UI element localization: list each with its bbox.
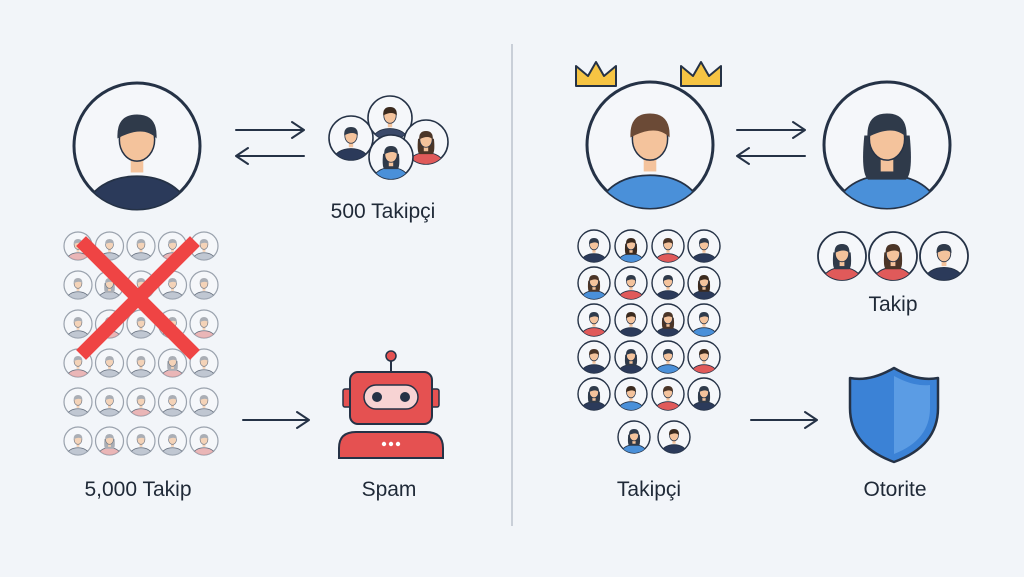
cross-icon	[76, 236, 200, 360]
follower-avatar	[651, 229, 685, 263]
faded-following-avatar	[189, 387, 219, 417]
robot-icon	[338, 350, 444, 459]
left-following-label: 5,000 Takip	[84, 478, 192, 501]
follower-avatar	[657, 420, 691, 454]
follower-avatar	[577, 229, 611, 263]
faded-following-avatar	[126, 348, 156, 378]
panel-divider	[511, 44, 513, 526]
left-swap-arrows-icon	[235, 121, 305, 165]
faded-following-avatar	[63, 426, 93, 456]
follower-avatar	[651, 303, 685, 337]
left-arrow-right-icon	[242, 411, 310, 429]
faded-following-avatar	[94, 348, 125, 378]
follower-avatar	[577, 377, 611, 411]
follower-avatar	[617, 420, 651, 454]
faded-following-avatar	[126, 426, 156, 456]
faded-following-avatar	[63, 309, 93, 339]
authority-label: Otorite	[863, 478, 927, 501]
faded-following-avatar	[126, 387, 156, 417]
faded-following-avatar	[189, 426, 219, 456]
shield-icon	[848, 366, 940, 464]
faded-following-avatar	[94, 387, 125, 417]
follower-avatar	[687, 340, 721, 374]
follower-avatar	[651, 340, 685, 374]
following-avatar	[817, 231, 867, 281]
follower-avatar	[651, 266, 685, 300]
follower-group-avatar	[368, 134, 414, 180]
faded-following-avatar	[189, 309, 219, 339]
faded-following-avatar	[157, 387, 188, 417]
female-avatar-icon	[822, 80, 952, 210]
follower-avatar	[614, 303, 648, 337]
left-crown-icon	[575, 61, 617, 87]
spam-label: Spam	[361, 478, 417, 501]
faded-following-avatar	[126, 231, 156, 261]
faded-following-avatar	[63, 270, 93, 300]
follower-avatar	[687, 229, 721, 263]
follower-group-avatar	[328, 115, 374, 161]
follower-avatar	[577, 266, 611, 300]
follower-avatar	[577, 303, 611, 337]
faded-following-avatar	[157, 426, 188, 456]
follower-avatar	[614, 340, 648, 374]
follower-avatar	[614, 377, 648, 411]
faded-following-avatar	[157, 348, 188, 378]
follower-avatar	[577, 340, 611, 374]
follower-avatar	[687, 377, 721, 411]
faded-following-avatar	[94, 426, 125, 456]
faded-following-avatar	[189, 231, 219, 261]
following-avatar	[868, 231, 918, 281]
faded-following-avatar	[63, 387, 93, 417]
follower-avatar	[687, 266, 721, 300]
right-following-label: Takip	[868, 293, 918, 316]
follower-avatar	[651, 377, 685, 411]
authority-user-avatar	[585, 80, 715, 210]
following-avatar	[919, 231, 969, 281]
follower-avatar	[614, 229, 648, 263]
faded-following-avatar	[189, 270, 219, 300]
left-followers-label: 500 Takipçi	[330, 200, 436, 223]
right-arrow-right-icon	[750, 411, 818, 429]
right-followers-label: Takipçi	[616, 478, 682, 501]
main-user-avatar	[72, 81, 202, 211]
follower-avatar	[614, 266, 648, 300]
right-swap-arrows-icon	[736, 121, 806, 165]
faded-following-avatar	[189, 348, 219, 378]
follower-avatar	[687, 303, 721, 337]
right-crown-icon	[680, 61, 722, 87]
